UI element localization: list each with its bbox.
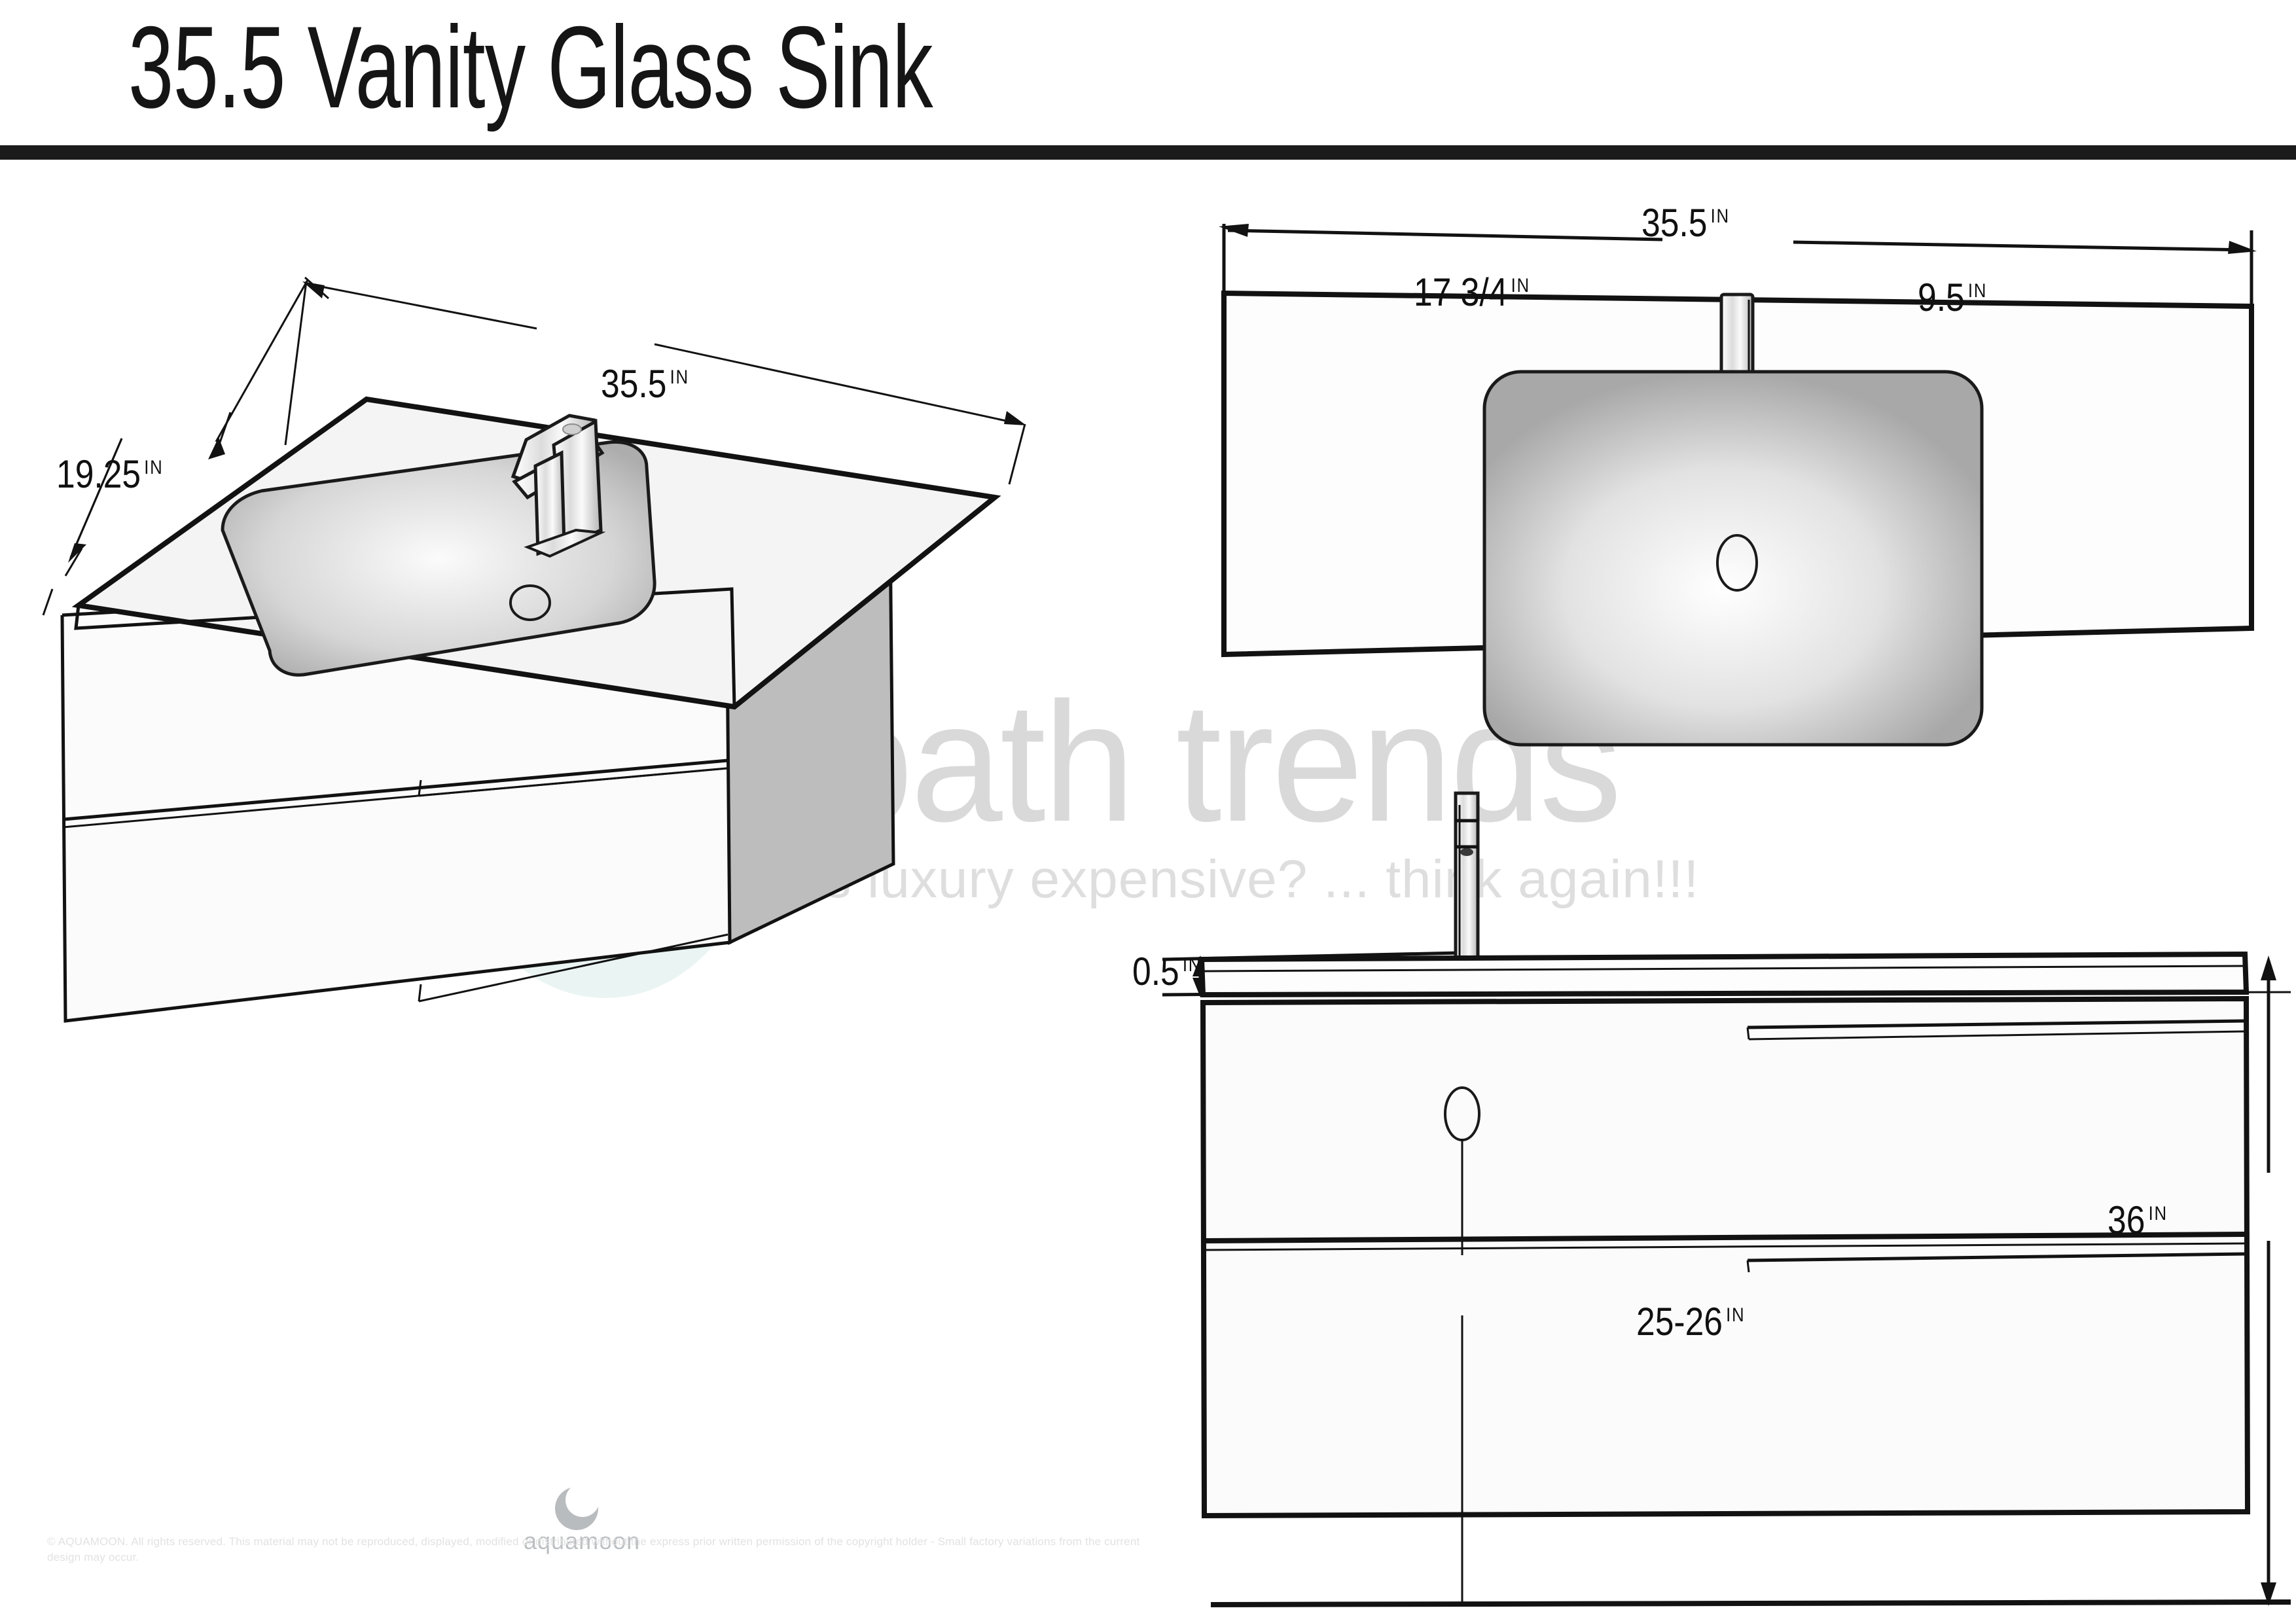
copyright-notice: © AQUAMOON. All rights reserved. This ma… (47, 1535, 1140, 1563)
front-elevation-view (1162, 791, 2291, 1607)
moon-icon (555, 1483, 600, 1530)
upper-drawer-handle (418, 767, 727, 797)
faucet-elevation (1454, 791, 1480, 965)
drawer-divider (63, 758, 728, 821)
aquamoon-wordmark: aquamoon (524, 1527, 641, 1554)
dimension-leader-depth (42, 279, 309, 616)
drain (509, 584, 551, 621)
lower-drawer-handle-elev (1747, 1252, 2248, 1262)
drain-plan (1716, 534, 1758, 592)
drain-centerline (1444, 1086, 1480, 1603)
upper-drawer-handle-elev (1747, 1019, 2247, 1029)
perspective-view (42, 276, 1026, 1023)
aquamoon-logo: aquamoon (524, 1483, 700, 1554)
dimension-leader-width (284, 276, 1026, 485)
dimension-overall-height (2261, 955, 2276, 1606)
countertop-elevation (1202, 954, 2246, 995)
lower-drawer-handle (418, 933, 728, 1003)
sink-basin-plan (1482, 370, 1984, 747)
faucet (511, 414, 606, 558)
header-divider (0, 145, 2296, 160)
page-title: 35.5 Vanity Glass Sink (128, 2, 933, 132)
drawer-divider-elev (1204, 1232, 2248, 1243)
top-plan-view (1219, 224, 2257, 747)
floor-line (1210, 1599, 2291, 1607)
cabinet-elevation (1203, 999, 2248, 1516)
